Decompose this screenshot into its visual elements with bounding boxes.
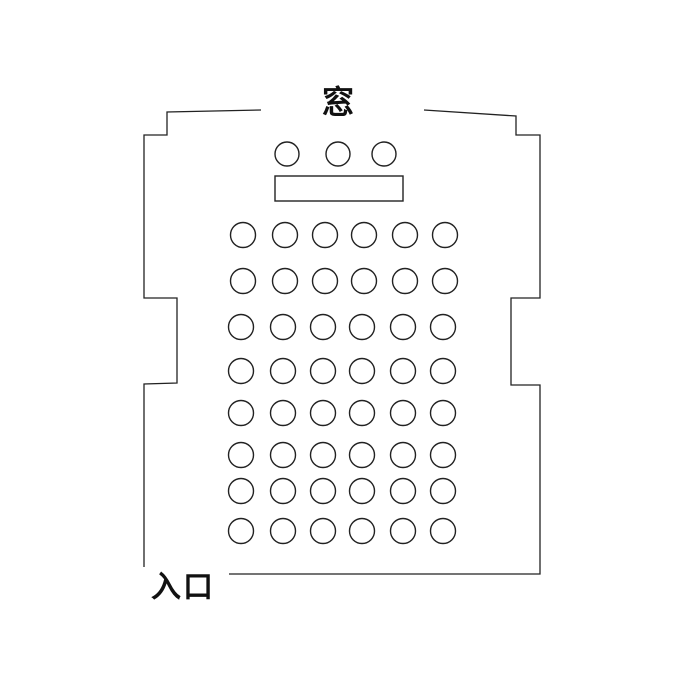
audience-seat — [389, 357, 417, 385]
audience-seat — [269, 399, 297, 427]
audience-seat — [429, 517, 457, 545]
audience-seat — [269, 517, 297, 545]
front-seat — [325, 141, 351, 167]
audience-seat — [429, 399, 457, 427]
audience-seat — [389, 399, 417, 427]
audience-seat — [309, 477, 337, 505]
audience-seat — [429, 357, 457, 385]
wall-top-left — [143, 109, 262, 567]
audience-seat — [431, 267, 459, 295]
audience-seat — [391, 267, 419, 295]
audience-seat — [348, 477, 376, 505]
audience-seat — [348, 313, 376, 341]
audience-seat — [269, 357, 297, 385]
audience-seat — [229, 221, 257, 249]
wall-top-right — [229, 109, 541, 575]
audience-seat — [227, 517, 255, 545]
audience-seat — [429, 313, 457, 341]
audience-seat — [227, 477, 255, 505]
audience-seat — [348, 399, 376, 427]
audience-seat — [348, 517, 376, 545]
audience-seat — [269, 313, 297, 341]
audience-seat — [271, 267, 299, 295]
audience-seat — [269, 477, 297, 505]
audience-seat — [229, 267, 257, 295]
audience-seat — [309, 399, 337, 427]
front-seat — [371, 141, 397, 167]
audience-seat — [309, 357, 337, 385]
audience-seat — [389, 477, 417, 505]
audience-seat — [227, 357, 255, 385]
audience-seat — [348, 357, 376, 385]
audience-seat — [309, 441, 337, 469]
audience-seat — [429, 441, 457, 469]
audience-seat — [389, 441, 417, 469]
audience-seat — [431, 221, 459, 249]
audience-seat — [429, 477, 457, 505]
audience-seat — [227, 313, 255, 341]
audience-seat — [350, 267, 378, 295]
front-seat — [274, 141, 300, 167]
audience-seat — [269, 441, 297, 469]
audience-seat — [271, 221, 299, 249]
audience-seat — [389, 313, 417, 341]
audience-seat — [227, 441, 255, 469]
audience-seat — [350, 221, 378, 249]
audience-seat — [309, 313, 337, 341]
room-walls — [143, 109, 541, 575]
front-seat-group — [274, 141, 397, 167]
audience-seat — [391, 221, 419, 249]
audience-seat-group — [227, 221, 459, 545]
audience-seat — [348, 441, 376, 469]
audience-seat — [227, 399, 255, 427]
entrance-label: 入口 — [151, 570, 215, 605]
audience-seat — [311, 221, 339, 249]
audience-seat — [389, 517, 417, 545]
audience-seat — [311, 267, 339, 295]
audience-seat — [309, 517, 337, 545]
podium-table — [274, 175, 404, 202]
window-label: 窓 — [322, 83, 355, 121]
